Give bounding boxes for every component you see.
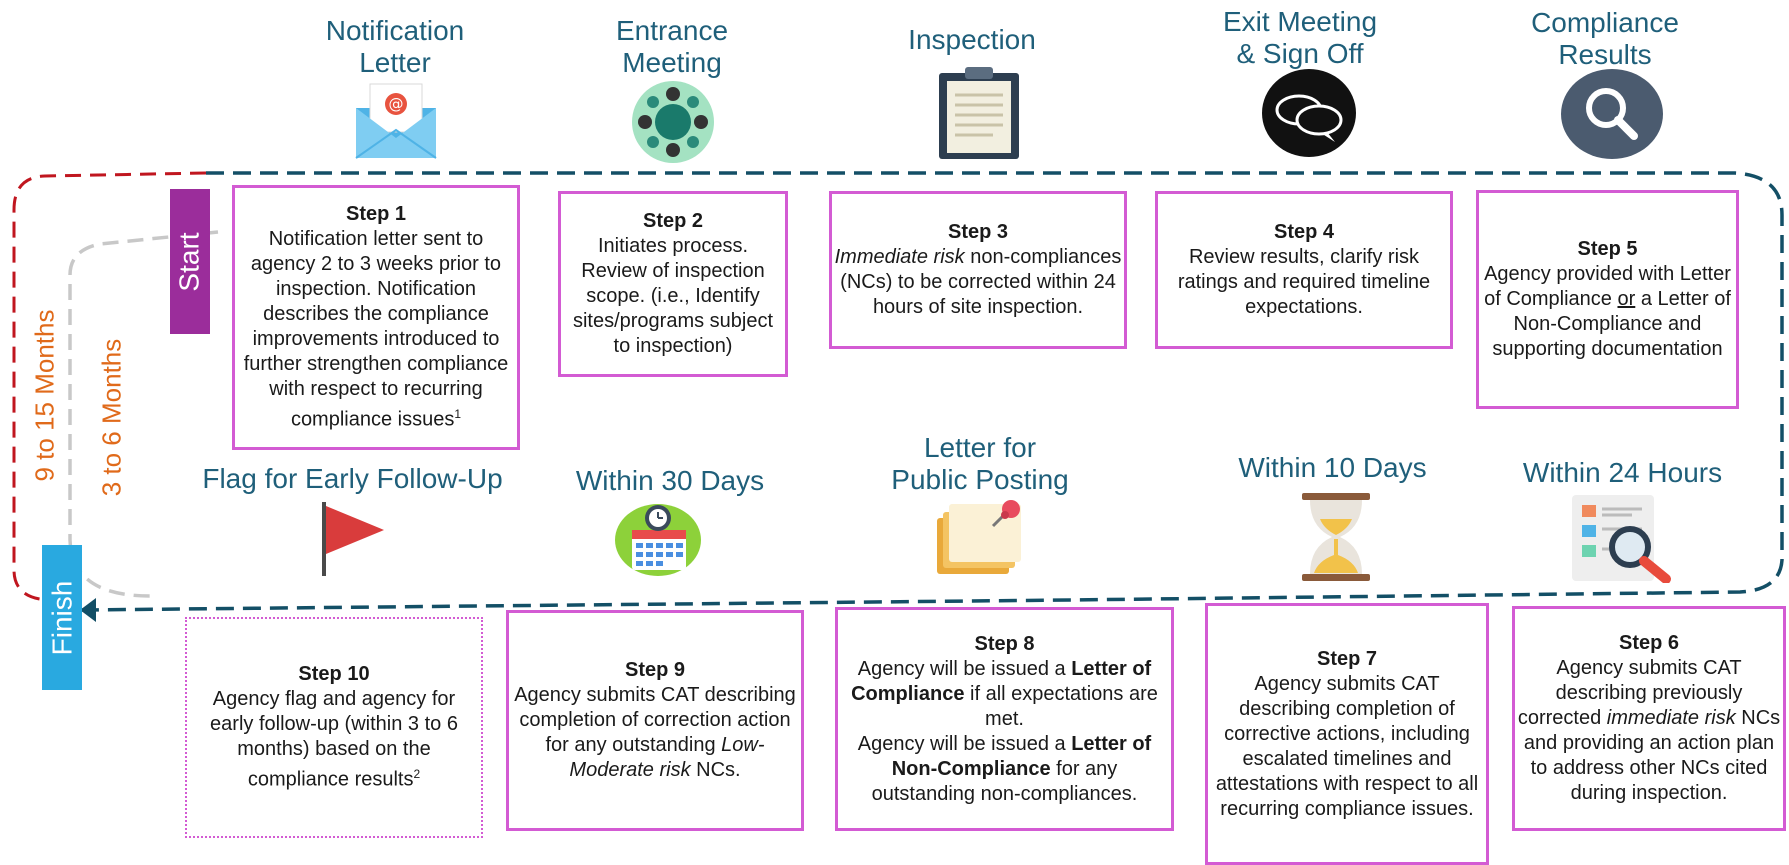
step-6-title: Step 6 [1618, 632, 1680, 654]
footnote-1-marker: 1 [454, 407, 462, 422]
svg-text:@: @ [389, 95, 404, 113]
step-10-text: Agency flag and agency for early follow-… [210, 688, 458, 791]
clipboard-icon [939, 67, 1019, 159]
nine-to-fifteen-months-label: 9 to 15 Months [29, 309, 60, 482]
finish-label: Finish [46, 580, 78, 655]
heading-within-24-hours: Within 24 Hours [1522, 457, 1723, 488]
start-tab: Start [170, 189, 210, 334]
footnote-2-marker: 2 [413, 767, 421, 782]
heading-exit-meeting: Exit Meeting & Sign Off [1222, 6, 1378, 69]
heading-compliance-results: Compliance Results [1531, 7, 1679, 70]
finish-tab: Finish [42, 545, 82, 690]
step-5-box: Step 5 Agency provided with Letter of Co… [1476, 190, 1739, 409]
step-3-emphasis: Immediate risk [834, 246, 965, 268]
letter-of-compliance: Letter of Compliance [851, 657, 1152, 705]
email-envelope-icon: @ [355, 83, 437, 159]
report-magnifier-icon [1572, 495, 1671, 583]
step-3-box: Step 3 Immediate risk non-compliances (N… [829, 191, 1127, 349]
step-6-emphasis: immediate risk [1606, 707, 1736, 729]
heading-letter-public-posting: Letter for Public Posting [891, 432, 1069, 495]
step-8-title: Step 8 [974, 632, 1035, 655]
step-5-or: or [1617, 288, 1636, 310]
step-2-text: Initiates process. Review of inspection … [572, 235, 774, 357]
step-5-title: Step 5 [1577, 238, 1638, 260]
step-4-box: Step 4 Review results, clarify risk rati… [1155, 191, 1453, 349]
hourglass-icon [1302, 493, 1370, 581]
step-3-title: Step 3 [947, 221, 1009, 243]
heading-within-10-days: Within 10 Days [1238, 452, 1427, 483]
step-2-title: Step 2 [642, 210, 704, 232]
step-4-text: Review results, clarify risk ratings and… [1177, 246, 1431, 318]
step-2-box: Step 2 Initiates process. Review of insp… [558, 191, 788, 377]
step-9-box: Step 9 Agency submits CAT describing com… [506, 610, 804, 831]
step-7-title: Step 7 [1316, 647, 1378, 670]
start-label: Start [174, 231, 206, 292]
step-10-box: Step 10 Agency flag and agency for early… [185, 617, 483, 838]
step-10-title: Step 10 [298, 663, 370, 686]
calendar-clock-icon [615, 504, 701, 576]
pinned-paper-icon [937, 500, 1021, 574]
heading-notification-letter: Notification Letter [325, 15, 465, 78]
outer-loop-teal-dashed [81, 171, 1784, 612]
step-1-text: Notification letter sent to agency 2 to … [243, 228, 509, 431]
step-1-box: Step 1 Notification letter sent to agenc… [232, 185, 520, 450]
step-1-title: Step 1 [345, 203, 407, 226]
letter-of-non-compliance: Letter of Non-Compliance [891, 732, 1152, 780]
magnifier-icon [1561, 69, 1663, 159]
step-9-emphasis: Low-Moderate risk [569, 734, 765, 781]
inner-loop-gray-dashed [68, 230, 219, 598]
heading-inspection: Inspection [908, 24, 1036, 55]
step-8-box: Step 8 Agency will be issued a Letter of… [835, 607, 1174, 831]
heading-entrance-meeting: Entrance Meeting [615, 15, 729, 78]
meeting-table-icon [632, 81, 714, 163]
red-flag-icon [322, 502, 384, 576]
step-7-text: Agency submits CAT describing completion… [1215, 672, 1479, 820]
speech-bubbles-icon [1262, 69, 1356, 157]
step-9-title: Step 9 [624, 659, 686, 681]
heading-flag-early-follow-up: Flag for Early Follow-Up [202, 463, 503, 494]
three-to-six-months-label: 3 to 6 Months [96, 338, 127, 497]
heading-within-30-days: Within 30 Days [575, 465, 765, 496]
step-6-box: Step 6 Agency submits CAT describing pre… [1512, 606, 1786, 831]
finish-arrowhead [80, 598, 96, 622]
step-3-text: non-compliances (NCs) to be corrected wi… [840, 246, 1122, 318]
step-7-box: Step 7 Agency submits CAT describing com… [1205, 603, 1489, 865]
step-4-title: Step 4 [1273, 221, 1335, 243]
outer-loop-red-dashed [12, 171, 207, 602]
